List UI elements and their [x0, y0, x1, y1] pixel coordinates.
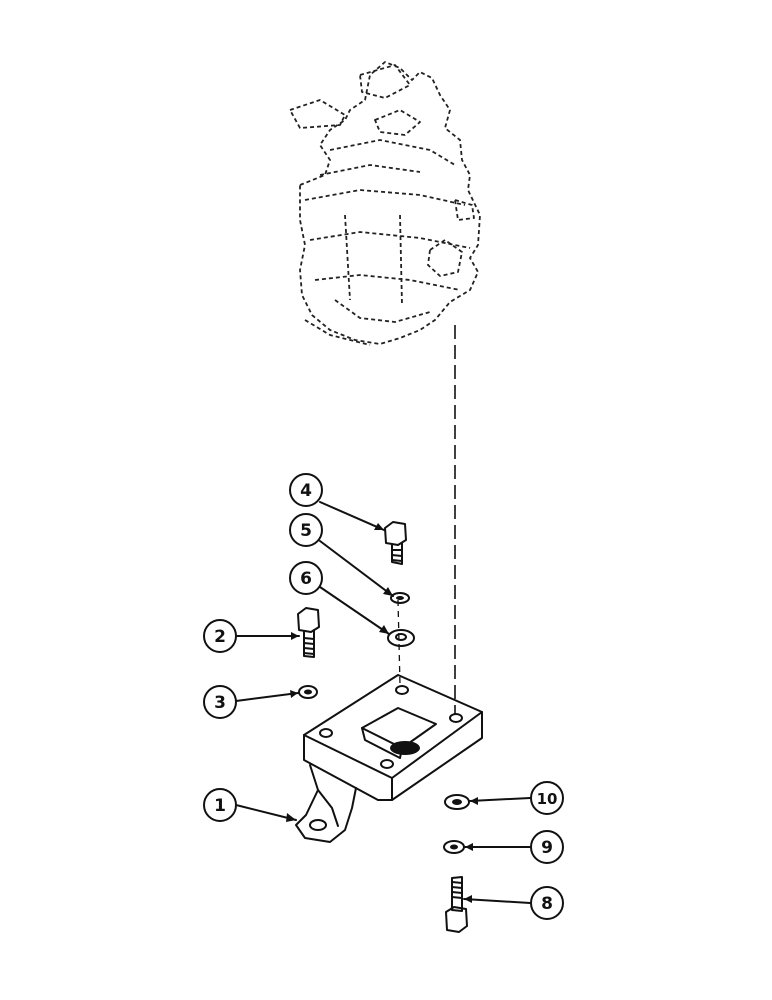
phantom-pump-assembly [289, 61, 481, 346]
callout-9: 9 [530, 830, 564, 864]
bolt-8 [445, 876, 468, 933]
callout-5: 5 [289, 513, 323, 547]
callout-1: 1 [203, 788, 237, 822]
callout-4: 4 [289, 473, 323, 507]
callout-8: 8 [530, 886, 564, 920]
callout-3-label: 3 [214, 693, 226, 713]
flat-washer-10 [444, 794, 470, 810]
bolt-4 [384, 521, 407, 565]
mounting-bracket [295, 674, 483, 843]
callout-10-label: 10 [537, 790, 558, 808]
flat-washer-6 [387, 629, 415, 647]
alignment-line-small [397, 599, 401, 686]
callout-4-label: 4 [300, 481, 312, 501]
lock-washer-5 [390, 592, 410, 604]
callout-6-label: 6 [300, 569, 312, 589]
callout-6: 6 [289, 561, 323, 595]
bolt-2 [297, 607, 320, 658]
callout-9-label: 9 [541, 838, 553, 858]
callout-8-label: 8 [541, 894, 553, 914]
lock-washer-3 [298, 685, 318, 699]
leader-lines [235, 501, 531, 904]
callout-1-label: 1 [214, 796, 226, 816]
callout-5-label: 5 [300, 521, 312, 541]
lock-washer-9 [443, 840, 465, 854]
callout-2: 2 [203, 619, 237, 653]
callout-10: 10 [530, 781, 564, 815]
callout-3: 3 [203, 685, 237, 719]
callout-2-label: 2 [214, 627, 226, 647]
